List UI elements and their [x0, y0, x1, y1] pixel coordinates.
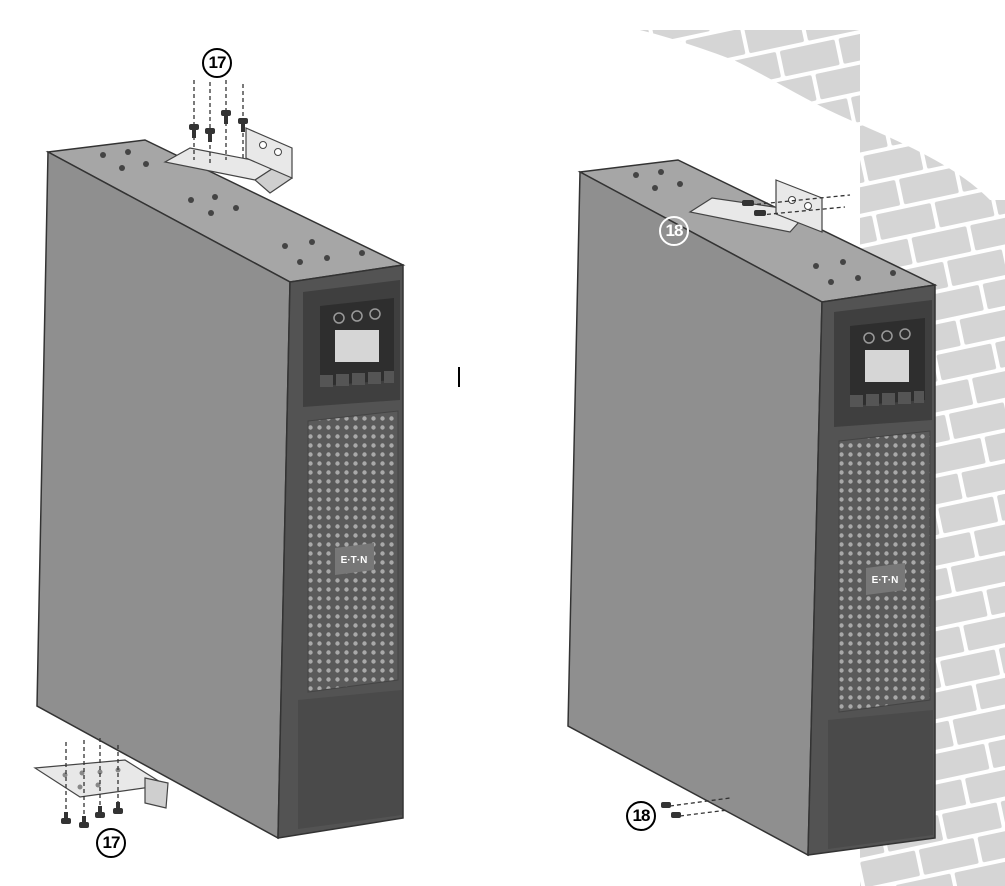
- callout-18-bottom: 18: [626, 801, 656, 831]
- left-logo-icon: E·T·N: [335, 543, 374, 575]
- left-top-bracket-icon: [163, 127, 293, 194]
- left-ups-unit: E·T·N: [33, 80, 406, 840]
- screw-icon: [189, 110, 248, 142]
- left-control-buttons: [320, 371, 394, 387]
- svg-text:E·T·N: E·T·N: [341, 555, 368, 566]
- left-top-holes: [100, 149, 365, 265]
- right-top-holes: [633, 169, 896, 285]
- right-display-module: [834, 300, 932, 427]
- right-wall-bracket-icon: [688, 179, 823, 233]
- screw-icon: [61, 802, 123, 828]
- right-lcd-screen: [865, 350, 909, 382]
- left-bottom-screws: [65, 738, 119, 818]
- callout-17-bottom: 17: [96, 828, 126, 858]
- text-cursor-mark: [458, 367, 460, 387]
- screw-icon: [742, 200, 766, 216]
- right-top-screws: [749, 194, 851, 216]
- left-display-module: [303, 280, 400, 407]
- callout-18-top: 18: [659, 216, 689, 246]
- right-control-buttons: [850, 391, 924, 407]
- left-bottom-bracket-icon: [33, 759, 169, 809]
- right-bottom-screws: [669, 797, 731, 817]
- callout-17-top: 17: [202, 48, 232, 78]
- screw-icon: [661, 802, 681, 818]
- svg-text:E·T·N: E·T·N: [872, 575, 899, 586]
- left-lcd-screen: [335, 330, 379, 362]
- right-ups-unit: E·T·N: [567, 159, 938, 857]
- right-logo-icon: E·T·N: [866, 563, 905, 595]
